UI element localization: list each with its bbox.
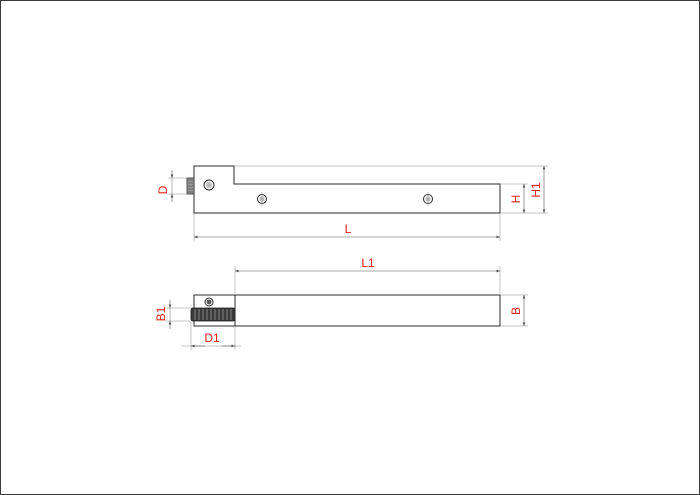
dim-label-B: B bbox=[509, 307, 523, 315]
top-view: L1 B1 D1 B bbox=[154, 256, 528, 350]
top-view-outline bbox=[193, 294, 501, 327]
side-view-outline bbox=[193, 165, 501, 214]
dim-label-H: H bbox=[509, 195, 523, 204]
side-view: D H H1 L bbox=[156, 165, 548, 241]
dim-label-B1: B1 bbox=[154, 306, 168, 321]
dim-label-L: L bbox=[345, 222, 352, 236]
dim-label-D1: D1 bbox=[204, 331, 220, 345]
dim-label-H1: H1 bbox=[529, 182, 543, 198]
dim-label-L1: L1 bbox=[361, 256, 375, 270]
dim-label-D: D bbox=[156, 185, 170, 194]
top-view-knurled-knob bbox=[190, 307, 236, 322]
